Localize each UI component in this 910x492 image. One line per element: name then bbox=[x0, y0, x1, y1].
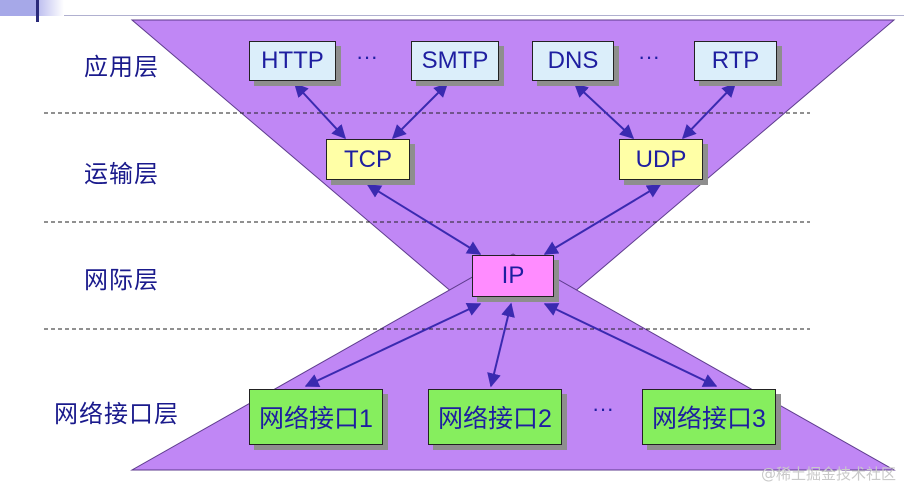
smtp-box: SMTP bbox=[411, 41, 499, 81]
corner-decoration-block bbox=[0, 0, 36, 16]
network-interface-3-box: 网络接口3 bbox=[642, 389, 776, 445]
arrow-dns-udp bbox=[573, 83, 635, 139]
watermark: @稀土掘金技术社区 bbox=[760, 465, 896, 483]
ip-box: IP bbox=[472, 255, 554, 297]
layer-label-network-interface: 网络接口层 bbox=[54, 400, 179, 428]
app-ellipsis-left: ··· bbox=[356, 44, 378, 69]
corner-decoration-line bbox=[64, 15, 904, 16]
arrow-http-tcp bbox=[294, 82, 346, 140]
network-interface-2-box: 网络接口2 bbox=[428, 389, 562, 445]
layer-label-transport: 运输层 bbox=[84, 160, 159, 188]
udp-box: UDP bbox=[619, 139, 703, 180]
layer-label-application: 应用层 bbox=[84, 53, 159, 81]
layer-label-internet: 网际层 bbox=[84, 266, 159, 294]
app-ellipsis-right: ··· bbox=[638, 44, 660, 69]
http-box: HTTP bbox=[249, 41, 336, 81]
net-ellipsis: ··· bbox=[592, 396, 614, 421]
arrow-udp-ip bbox=[543, 184, 662, 255]
arrow-ip-if1 bbox=[304, 303, 482, 387]
arrow-rtp-udp bbox=[682, 82, 736, 140]
corner-decoration-bar bbox=[36, 0, 39, 22]
rtp-box: RTP bbox=[694, 41, 777, 81]
tcp-box: TCP bbox=[326, 139, 410, 180]
arrow-smtp-tcp bbox=[392, 83, 448, 139]
corner-decoration-gradient bbox=[36, 0, 64, 16]
arrow-ip-if3 bbox=[543, 303, 718, 387]
network-interface-1-box: 网络接口1 bbox=[249, 389, 383, 445]
arrow-ip-if2 bbox=[487, 302, 515, 388]
arrow-tcp-ip bbox=[366, 184, 482, 255]
dns-box: DNS bbox=[532, 41, 614, 81]
